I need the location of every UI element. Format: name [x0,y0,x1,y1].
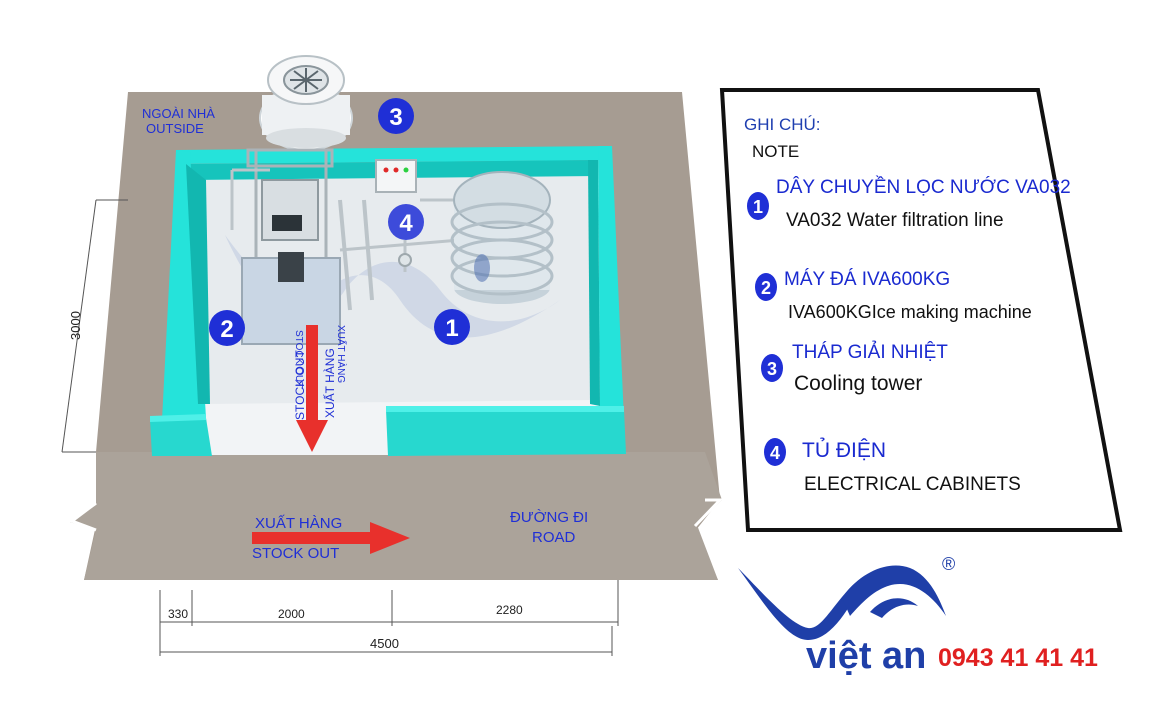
door-label-vn: XUẤT HÀNG [335,325,348,383]
road-strip [70,452,722,580]
door-label-en: STOCK OUT [293,330,304,388]
marker-circle-2 [209,310,245,346]
brand-name: việt an [806,635,926,677]
marker-circle-1 [434,309,470,345]
note-badge-1 [747,192,769,220]
water-tank [450,171,554,304]
floor-watermark-swoosh [225,235,560,338]
wall-right-face [588,160,600,406]
cooling-tower [259,55,353,151]
note-badge-2-num: 2 [761,278,771,298]
marker-4: 4 [399,210,413,237]
note-item-3-title: THÁP GIẢI NHIỆT [792,341,948,363]
note-badge-4 [764,438,786,466]
wall-right-front-top [386,406,624,412]
note-item-4-title: TỦ ĐIỆN [802,438,886,462]
note-badge-2 [755,273,777,301]
road-label-en: ROAD [532,529,576,546]
note-badge-1-num: 1 [753,197,763,217]
outside-label-vn: NGOÀI NHÀ [142,106,215,121]
marker-3: 3 [389,104,402,131]
ice-machine [230,148,341,345]
note-box-frame [719,88,1123,532]
dimension-seg1: 330 [168,607,188,621]
brand-logo-mark [738,565,946,640]
electrical-cabinet [375,159,417,193]
note-item-1-title: DÂY CHUYỀN LỌC NƯỚC VA032 [776,176,1071,198]
road-edge-top [68,501,97,532]
stock-out-arrow-vertical [296,325,328,452]
dimension-seg2: 2000 [278,607,305,621]
dimension-seg3: 2280 [496,603,523,617]
brand-phone: 0943 41 41 41 [938,644,1098,672]
note-item-3-desc: Cooling tower [794,372,922,395]
dimension-height-label: 3000 [68,311,83,340]
dimension-total: 4500 [370,636,399,651]
brand-registered-mark: ® [942,554,955,574]
outside-label-en: OUTSIDE [146,121,204,136]
wall-left-front-top [150,414,206,422]
wall-left-face [186,164,210,404]
note-item-2-desc: IVA600KGIce making machine [788,302,1032,322]
marker-circle-3 [378,98,414,134]
stock-out-vertical-en: STOCK OUT [293,350,307,420]
stock-out-horizontal-en: STOCK OUT [252,545,339,562]
road-edge-right [693,498,724,528]
note-item-2-title: MÁY ĐÁ IVA600KG [784,269,950,290]
dimension-height [61,199,128,453]
marker-circle-4 [388,204,424,240]
note-badge-3 [761,354,783,382]
wall-left-top [162,150,206,420]
note-item-4-desc: ELECTRICAL CABINETS [804,474,1021,495]
note-title-vn: GHI CHÚ: [744,115,821,134]
stock-out-vertical-vn: XUẤT HÀNG [322,348,337,418]
wall-right-top [598,146,624,420]
note-title-en: NOTE [752,142,799,161]
stock-out-horizontal-vn: XUẤT HÀNG [255,515,342,532]
marker-2: 2 [220,316,233,343]
wall-left-front [150,418,212,456]
water-filter-line [338,198,470,311]
dimension-bottom-lines [159,580,619,656]
stock-out-arrow-horizontal [252,522,410,554]
wall-right-front [386,410,626,456]
road-label-vn: ĐƯỜNG ĐI [510,509,588,526]
note-badge-4-num: 4 [770,443,780,463]
note-item-1-desc: VA032 Water filtration line [786,210,1004,231]
note-badge-3-num: 3 [767,359,777,379]
marker-1: 1 [445,315,458,342]
